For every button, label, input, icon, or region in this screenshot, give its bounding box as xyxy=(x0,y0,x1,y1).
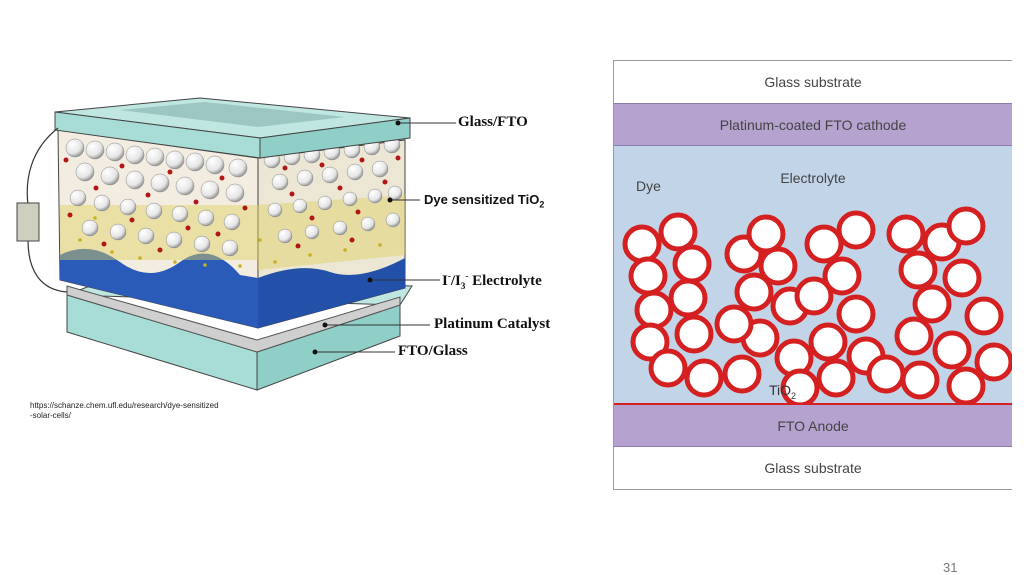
dssc-3d-diagram: Glass/FTO Dye sensitized TiO2 I-/I3- Ele… xyxy=(0,0,600,420)
dye-label: Dye xyxy=(636,178,661,194)
tio2-label: TiO2 xyxy=(769,382,796,401)
label-electrolyte-b: /I xyxy=(450,273,461,289)
tio2-cluster-4 xyxy=(866,206,1012,403)
layer-anode: FTO Anode xyxy=(614,403,1012,447)
tio2-label-main: TiO xyxy=(769,382,792,398)
electrolyte-label: Electrolyte xyxy=(780,170,846,186)
layer-cathode: Platinum-coated FTO cathode xyxy=(614,103,1012,146)
leader-dots xyxy=(312,120,401,355)
electrolyte-front xyxy=(60,248,258,328)
electrolyte-side xyxy=(258,258,405,328)
page-number: 31 xyxy=(943,560,958,575)
label-electrolyte: I-/I3- Electrolyte xyxy=(442,271,542,291)
platinum-layer xyxy=(66,285,401,353)
tio2-label-sub: 2 xyxy=(791,390,797,401)
layer-anode-label: FTO Anode xyxy=(777,417,849,434)
label-electrolyte-sup2: - xyxy=(465,271,469,281)
dssc-cross-section: Glass substrate Platinum-coated FTO cath… xyxy=(613,60,1012,490)
layer-glass-substrate-bottom: Glass substrate xyxy=(614,447,1012,490)
label-electrolyte-c: Electrolyte xyxy=(468,273,542,289)
load-resistor xyxy=(16,202,40,242)
nanoparticle-band-2 xyxy=(258,195,405,270)
label-electrolyte-a: I xyxy=(442,273,448,289)
label-platinum-catalyst: Platinum Catalyst xyxy=(434,316,551,332)
dye-molecules xyxy=(63,155,401,253)
label-fto-glass: FTO/Glass xyxy=(398,343,468,359)
label-dye-tio2-sub: 2 xyxy=(539,199,545,210)
layer-glass-top-label: Glass substrate xyxy=(764,74,862,90)
top-glass-inner-face xyxy=(120,102,345,127)
label-dye-sensitized-tio2: Dye sensitized TiO2 xyxy=(424,192,544,210)
top-glass-side xyxy=(259,117,411,159)
source-url: https://schanze.chem.ufl.edu/research/dy… xyxy=(30,401,219,420)
external-circuit-wire xyxy=(26,127,68,293)
label-glass-fto: Glass/FTO xyxy=(458,114,528,130)
tio2-cluster-1 xyxy=(622,212,724,398)
tio2-cluster-3 xyxy=(780,210,886,403)
label-electrolyte-sup1: - xyxy=(447,271,451,281)
dssc-3d-illustration xyxy=(16,97,456,391)
label-dye-tio2-main: Dye sensitized TiO xyxy=(424,192,540,207)
small-particles xyxy=(78,216,382,268)
label-electrolyte-sub: 3 xyxy=(460,281,466,291)
layer-cathode-label: Platinum-coated FTO cathode xyxy=(719,116,907,133)
tio2-particle-network xyxy=(622,206,1012,403)
layer-glass-substrate-top: Glass substrate xyxy=(614,60,1012,103)
layer-glass-bottom-label: Glass substrate xyxy=(764,460,862,476)
